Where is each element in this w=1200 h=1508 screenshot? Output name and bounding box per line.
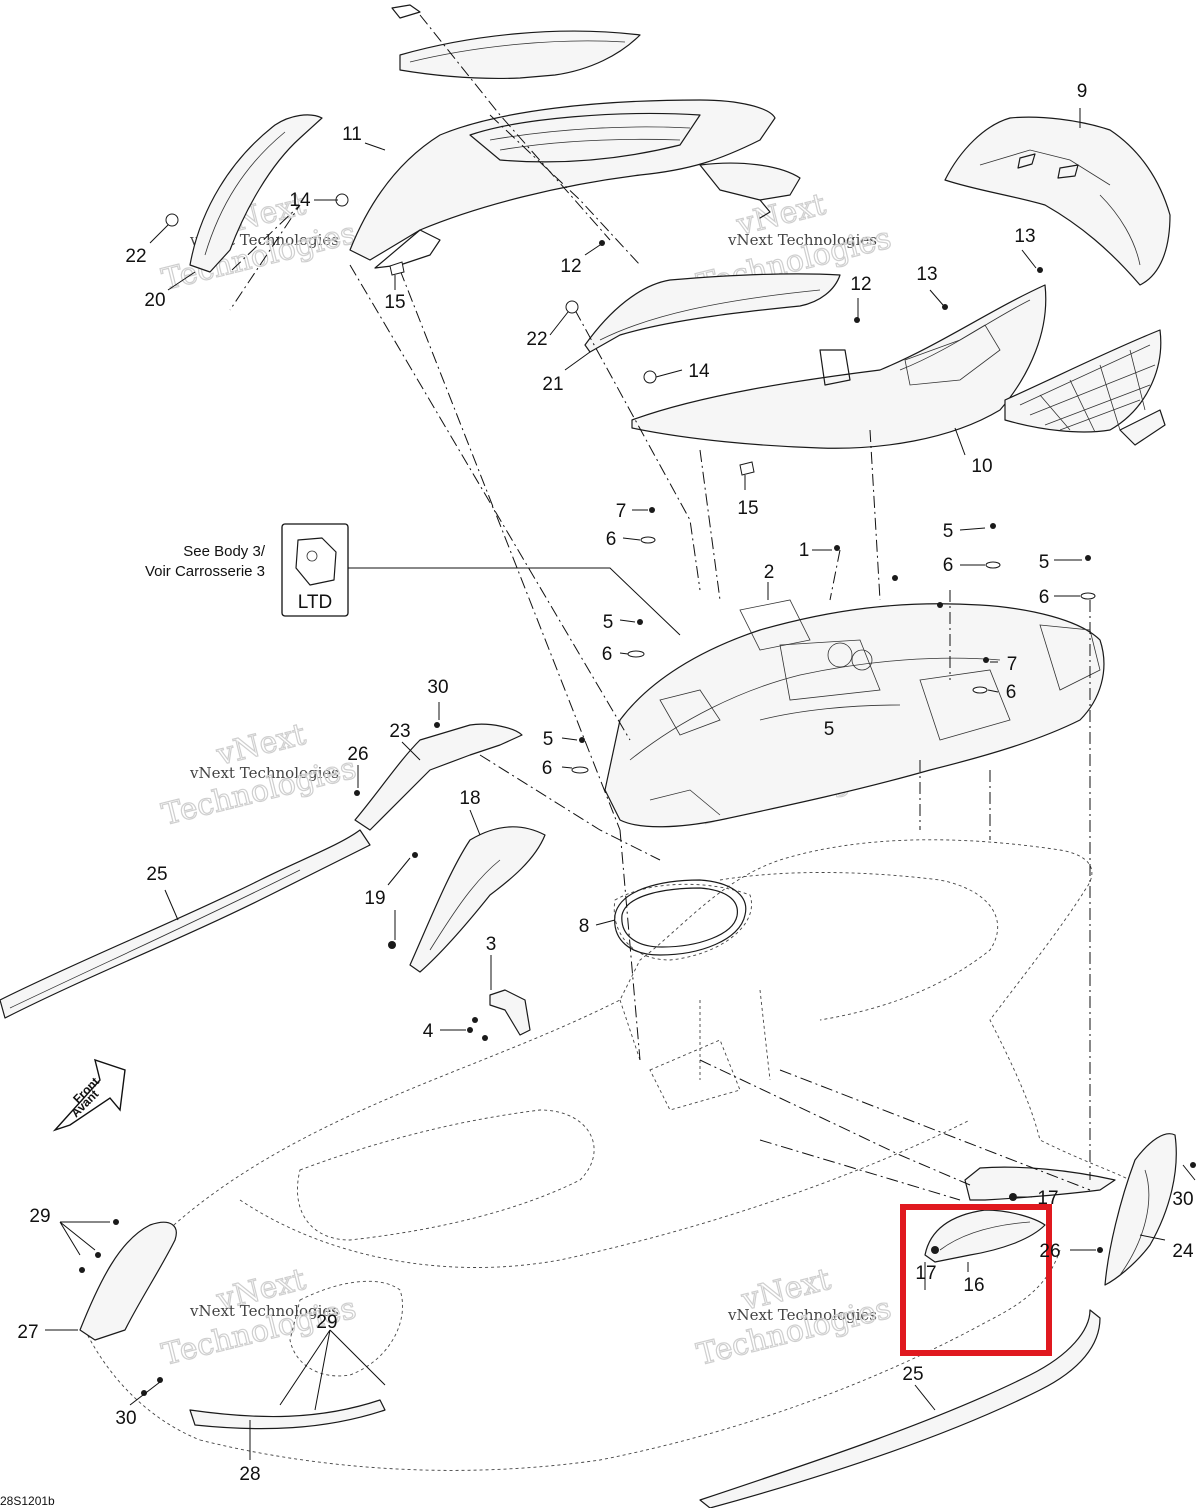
callout-5[interactable]: 5 xyxy=(603,612,614,633)
watermark-text: vNext Technologies xyxy=(727,1306,877,1324)
ltd-reference-box: LTD xyxy=(281,523,349,617)
callout-30[interactable]: 30 xyxy=(1172,1189,1193,1210)
part-21-side-panel xyxy=(584,273,841,353)
callout-20[interactable]: 20 xyxy=(144,290,165,311)
part-17-bracket xyxy=(964,1166,1116,1201)
part-8-gasket xyxy=(614,879,747,956)
callout-24[interactable]: 24 xyxy=(1172,1241,1194,1262)
callout-14[interactable]: 14 xyxy=(289,190,311,211)
callout-21[interactable]: 21 xyxy=(542,374,563,395)
callout-13[interactable]: 13 xyxy=(916,264,937,285)
callout-6[interactable]: 6 xyxy=(542,758,553,779)
ltd-label: LTD xyxy=(298,592,332,613)
part-3-bracket xyxy=(489,989,531,1036)
callout-6[interactable]: 6 xyxy=(1039,587,1050,608)
callout-5[interactable]: 5 xyxy=(543,729,554,750)
watermark-bottom-right: vNext vNext Technologies Technologies xyxy=(693,1261,895,1373)
callout-18[interactable]: 18 xyxy=(459,788,480,809)
callout-28[interactable]: 28 xyxy=(239,1464,260,1485)
part-28-bow-edge xyxy=(189,1399,386,1430)
callout-4[interactable]: 4 xyxy=(423,1021,434,1042)
callout-23[interactable]: 23 xyxy=(389,721,410,742)
callout-6[interactable]: 6 xyxy=(602,644,613,665)
watermark-text: vNext Technologies xyxy=(189,764,339,782)
callout-labels: 9 11 14 22 20 15 12 13 13 12 22 21 14 10… xyxy=(17,81,1194,1485)
part-18-side-bracket xyxy=(409,826,546,973)
callout-15[interactable]: 15 xyxy=(737,498,758,519)
part-2-main-frame xyxy=(604,599,1105,828)
callout-25[interactable]: 25 xyxy=(902,1364,923,1385)
callout-27[interactable]: 27 xyxy=(17,1322,38,1343)
callout-12[interactable]: 12 xyxy=(560,256,581,277)
hardware-fasteners xyxy=(79,193,1196,1396)
part-10-front-cowling xyxy=(631,284,1047,449)
callout-5[interactable]: 5 xyxy=(943,521,954,542)
callout-16[interactable]: 16 xyxy=(963,1275,984,1296)
part-20-side-cover xyxy=(189,114,323,273)
part-9-storage-bin xyxy=(944,116,1171,286)
callout-19[interactable]: 19 xyxy=(364,888,385,909)
watermark-text: vNext Technologies xyxy=(727,231,877,249)
callout-22[interactable]: 22 xyxy=(526,329,547,350)
watermark-top-left: vNext vNext Technologies Technologies xyxy=(158,186,360,298)
callout-17[interactable]: 17 xyxy=(915,1263,936,1284)
callout-6[interactable]: 6 xyxy=(943,555,954,576)
part-23-rail-trim xyxy=(354,723,523,831)
callout-29[interactable]: 29 xyxy=(316,1312,337,1333)
callout-14[interactable]: 14 xyxy=(688,361,710,382)
hull-body-part xyxy=(84,839,1131,1471)
callout-26[interactable]: 26 xyxy=(347,744,368,765)
callout-30[interactable]: 30 xyxy=(427,677,448,698)
see-body-note-line1: See Body 3/ xyxy=(183,543,266,560)
part-25-rub-rail-lower xyxy=(699,1309,1101,1508)
drawing-reference-code: 28S1201b xyxy=(0,1494,55,1508)
callout-9[interactable]: 9 xyxy=(1077,81,1088,102)
callout-25[interactable]: 25 xyxy=(146,864,167,885)
callout-6[interactable]: 6 xyxy=(1006,682,1017,703)
callout-5[interactable]: 5 xyxy=(1039,552,1050,573)
callout-13[interactable]: 13 xyxy=(1014,226,1035,247)
part-27-nose-trim xyxy=(79,1221,177,1341)
callout-26[interactable]: 26 xyxy=(1039,1241,1060,1262)
callout-10[interactable]: 10 xyxy=(971,456,992,477)
watermark-mid-left: vNext vNext Technologies Technologies xyxy=(158,716,360,833)
callout-11[interactable]: 11 xyxy=(342,124,362,145)
part-24-rear-trim xyxy=(1104,1133,1177,1286)
callout-3[interactable]: 3 xyxy=(486,934,497,955)
callout-8[interactable]: 8 xyxy=(579,916,590,937)
part-25-rub-rail-upper xyxy=(0,829,371,1019)
callout-30[interactable]: 30 xyxy=(115,1408,136,1429)
callout-7[interactable]: 7 xyxy=(616,501,627,522)
front-direction-arrow: Front Avant xyxy=(52,1058,126,1132)
ltd-leader xyxy=(348,567,681,636)
watermark-text: vNext Technologies xyxy=(189,1302,339,1320)
callout-22[interactable]: 22 xyxy=(125,246,146,267)
callout-2[interactable]: 2 xyxy=(764,562,775,583)
callout-15[interactable]: 15 xyxy=(384,292,405,313)
callout-29[interactable]: 29 xyxy=(29,1206,50,1227)
upper-deflector-part xyxy=(391,4,641,80)
callout-5[interactable]: 5 xyxy=(824,719,835,740)
callout-12[interactable]: 12 xyxy=(850,274,871,295)
callout-leaders xyxy=(45,108,1196,1460)
callout-17[interactable]: 17 xyxy=(1037,1188,1058,1209)
callout-6[interactable]: 6 xyxy=(606,529,617,550)
callout-7[interactable]: 7 xyxy=(1007,654,1018,675)
part-16-side-vent xyxy=(924,1209,1046,1263)
callout-1[interactable]: 1 xyxy=(799,540,810,561)
see-body-note-line2: Voir Carrosserie 3 xyxy=(145,563,265,580)
highlight-box[interactable] xyxy=(900,1204,1052,1356)
front-grille-part xyxy=(1004,329,1166,446)
assembly-guide-lines xyxy=(229,14,1091,1201)
